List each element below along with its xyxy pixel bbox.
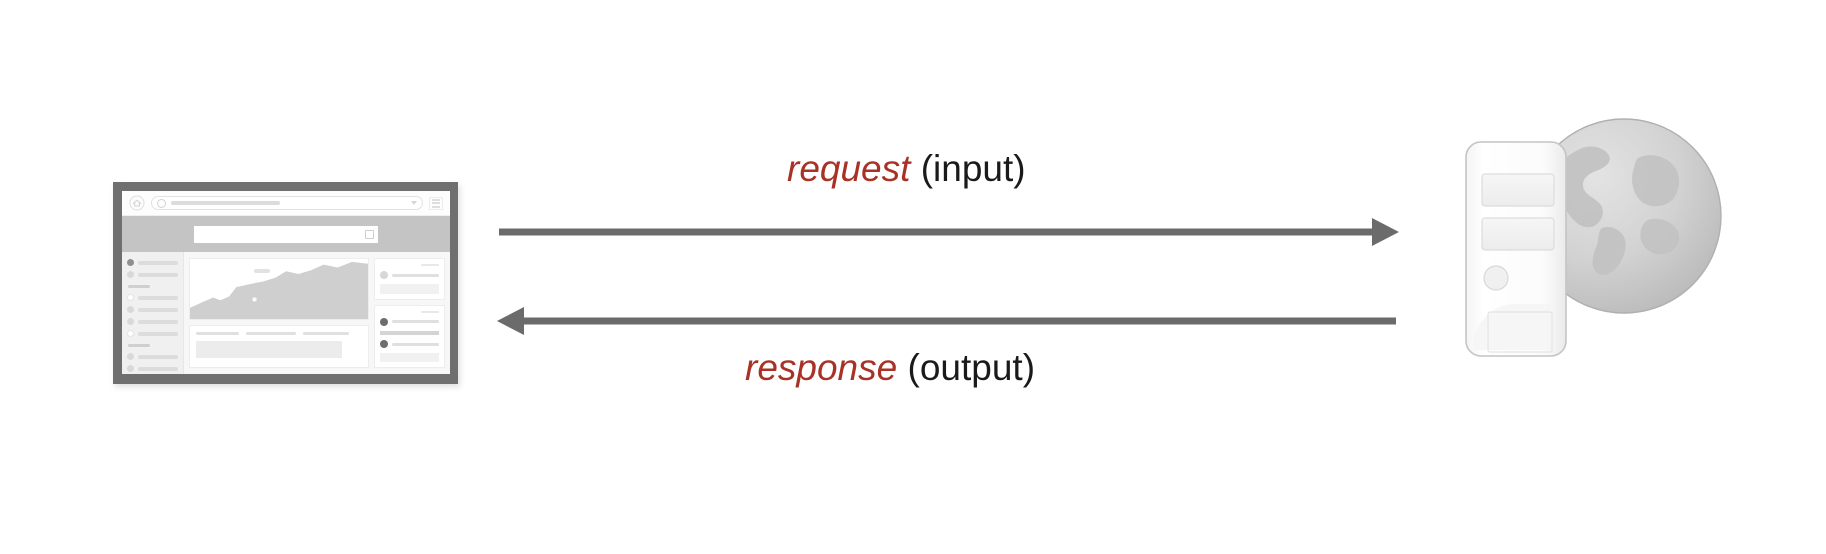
bullet-icon — [127, 318, 134, 325]
monitor-screen — [122, 191, 450, 374]
globe-icon — [1526, 118, 1722, 314]
widget-row — [380, 340, 439, 349]
sidebar-item-label — [138, 331, 178, 336]
area-chart-card — [189, 258, 369, 320]
sidebar-item-label — [138, 319, 178, 324]
avatar — [380, 340, 388, 349]
bullet-icon — [127, 306, 134, 313]
sidebar-item-label — [138, 354, 178, 359]
browser-client-figure — [113, 182, 458, 384]
content-block — [196, 341, 343, 358]
widget-block — [380, 353, 439, 362]
sidebar-item-label — [138, 272, 178, 277]
bullet-icon — [127, 365, 134, 372]
request-arrow — [499, 218, 1399, 246]
widget-text — [392, 342, 439, 346]
main-content — [184, 252, 374, 374]
search-band — [122, 216, 450, 252]
text-content-card — [189, 325, 369, 368]
sidebar-item[interactable] — [127, 353, 178, 360]
response-label: response (output) — [745, 349, 1035, 386]
response-arrow — [497, 307, 1396, 335]
widget-card — [374, 258, 445, 300]
server-tower-icon — [1465, 141, 1567, 357]
widget-text — [392, 273, 439, 277]
sidebar-item-label — [138, 260, 178, 265]
bullet-icon — [127, 330, 134, 337]
web-server-figure — [1452, 98, 1742, 368]
response-keyword: response — [745, 347, 898, 388]
sidebar — [122, 252, 184, 374]
request-qualifier-space — [910, 148, 920, 189]
widget-block — [380, 284, 439, 294]
browser-chrome — [122, 191, 450, 216]
chevron-down-icon[interactable] — [411, 201, 417, 205]
bullet-icon — [127, 271, 134, 278]
sidebar-item-label — [138, 295, 178, 300]
sidebar-item[interactable] — [127, 271, 178, 278]
avatar — [380, 317, 388, 326]
bullet-icon — [127, 353, 134, 360]
sidebar-item[interactable] — [127, 259, 178, 266]
url-text — [171, 201, 281, 205]
sidebar-item[interactable] — [127, 330, 178, 337]
chart-data-point — [252, 297, 258, 303]
sidebar-item[interactable] — [127, 306, 178, 313]
search-input[interactable] — [194, 225, 378, 243]
text-line — [196, 332, 240, 335]
url-input[interactable] — [151, 196, 423, 210]
sidebar-group-heading — [128, 285, 150, 288]
site-globe-icon — [157, 198, 166, 208]
response-qualifier-space — [897, 347, 907, 388]
page-body — [122, 252, 450, 374]
chart-value-label — [254, 268, 271, 273]
sidebar-item-label — [138, 307, 178, 312]
widget-heading — [421, 264, 439, 267]
menu-grid-icon[interactable] — [429, 196, 443, 210]
text-line-row — [196, 332, 362, 335]
widget-row — [380, 317, 439, 326]
widget-card — [374, 304, 445, 368]
monitor-bezel — [113, 182, 458, 384]
avatar — [380, 271, 388, 280]
sidebar-item[interactable] — [127, 294, 178, 301]
request-label: request (input) — [787, 150, 1026, 187]
request-keyword: request — [787, 148, 911, 189]
text-line — [302, 332, 350, 335]
text-line — [246, 332, 296, 335]
response-qualifier: (output) — [907, 347, 1036, 388]
widget-text — [392, 320, 439, 324]
sidebar-group-heading — [128, 344, 150, 347]
widget-bar — [380, 330, 439, 336]
bullet-icon — [127, 259, 134, 266]
sidebar-item[interactable] — [127, 318, 178, 325]
widget-row — [380, 271, 439, 280]
sidebar-item-label — [138, 366, 178, 371]
sidebar-item[interactable] — [127, 365, 178, 372]
request-qualifier: (input) — [920, 148, 1026, 189]
widget-heading — [421, 310, 439, 313]
right-column — [374, 252, 450, 374]
bullet-icon — [127, 294, 134, 301]
home-icon[interactable] — [129, 195, 145, 211]
search-icon — [364, 229, 374, 239]
